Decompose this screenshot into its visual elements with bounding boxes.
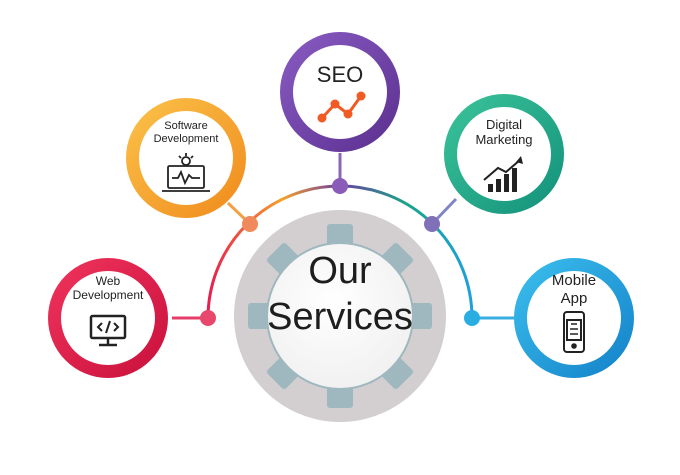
hub [234, 210, 446, 422]
hub-title-line2: Services [267, 296, 413, 338]
connector-dot-web [200, 310, 216, 326]
connector-dot-seo [332, 178, 348, 194]
hub-title: Our Services [240, 248, 440, 340]
service-digital-marketing [444, 94, 564, 214]
laptop-gear-icon [162, 153, 210, 192]
service-web-development [48, 258, 168, 378]
service-seo [280, 32, 400, 152]
hub-center [268, 244, 412, 388]
connector-dot-mobile [464, 310, 480, 326]
smartphone-icon [563, 311, 585, 353]
trend-line-icon [317, 91, 366, 123]
hub-title-line1: Our [308, 250, 372, 292]
connector-dot-software [242, 216, 258, 232]
bar-chart-arrow-icon [483, 156, 523, 192]
connector-dot-digital [424, 216, 440, 232]
label-digital-marketing: Digital Marketing [475, 117, 533, 147]
label-web-development: Web Development [72, 274, 144, 302]
service-mobile-app [514, 258, 634, 378]
monitor-code-icon [89, 314, 127, 347]
label-mobile-app: Mobile App [551, 272, 597, 307]
label-seo: SEO [316, 62, 364, 87]
label-software-development: Software Development [153, 120, 219, 145]
service-software-development [126, 98, 246, 218]
